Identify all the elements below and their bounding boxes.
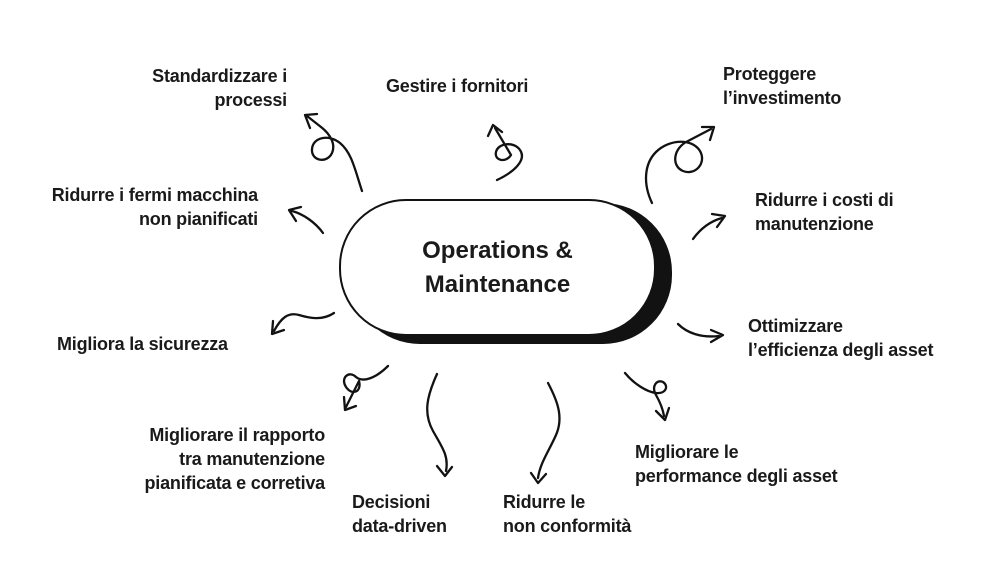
center-topic: Operations & Maintenance (339, 199, 656, 336)
connector-line (691, 216, 724, 241)
connector-line (644, 127, 713, 205)
node-ridurre-costi-manutenzione: Ridurre i costi di manutenzione (755, 190, 894, 234)
connector-line (623, 371, 668, 418)
node-performance-degli-asset: Migliorare le performance degli asset (635, 442, 838, 486)
node-ridurre-fermi-macchina: Ridurre i fermi macchina non pianificati (51, 185, 258, 229)
node-ridurre-non-conformita: Ridurre le non conformità (503, 492, 632, 536)
arrowhead-icon (342, 395, 358, 412)
node-migliora-sicurezza: Migliora la sicurezza (57, 334, 228, 354)
connector-line (676, 322, 721, 338)
arrowhead-icon (270, 319, 286, 336)
arrow-ridurre-costi (691, 212, 727, 241)
node-decisioni-data-driven: Decisioni data-driven (352, 492, 447, 536)
connector-line (290, 209, 325, 235)
arrow-decisioni-data-driven (426, 372, 454, 478)
node-ottimizzare-efficienza-asset: Ottimizzare l’efficienza degli asset (748, 316, 934, 360)
connector-line (426, 372, 448, 473)
node-proteggere-investimento: Proteggere l’investimento (723, 64, 842, 108)
arrow-standardizzare-processi (303, 112, 364, 193)
arrowhead-icon (486, 123, 504, 138)
arrow-migliora-sicurezza (270, 311, 336, 336)
arrow-rapporto-manutenzione (342, 364, 390, 412)
arrow-ottimizzare-efficienza (676, 322, 725, 344)
arrow-performance-asset (623, 371, 671, 422)
arrow-non-conformita (529, 381, 561, 485)
arrowhead-icon (700, 125, 716, 142)
arrow-ridurre-fermi (287, 205, 325, 235)
arrowhead-icon (709, 328, 725, 344)
arrowhead-icon (710, 212, 727, 229)
arrowhead-icon (529, 471, 548, 485)
arrowhead-icon (654, 406, 671, 422)
node-standardizzare-processi: Standardizzare i processi (152, 66, 287, 110)
connector-line (305, 114, 364, 193)
connector-line (272, 311, 336, 333)
arrow-gestire-fornitori (486, 123, 523, 182)
node-gestire-fornitori: Gestire i fornitori (386, 76, 529, 96)
arrowhead-icon (435, 464, 454, 478)
arrowhead-icon (303, 112, 319, 130)
connector-line (342, 364, 390, 409)
arrow-proteggere-investimento (644, 125, 716, 205)
connector-line (536, 381, 561, 480)
node-rapporto-manutenzione-pianificata: Migliorare il rapporto tra manutenzione … (144, 425, 326, 493)
connector-line (493, 126, 523, 182)
arrowhead-icon (287, 205, 303, 223)
